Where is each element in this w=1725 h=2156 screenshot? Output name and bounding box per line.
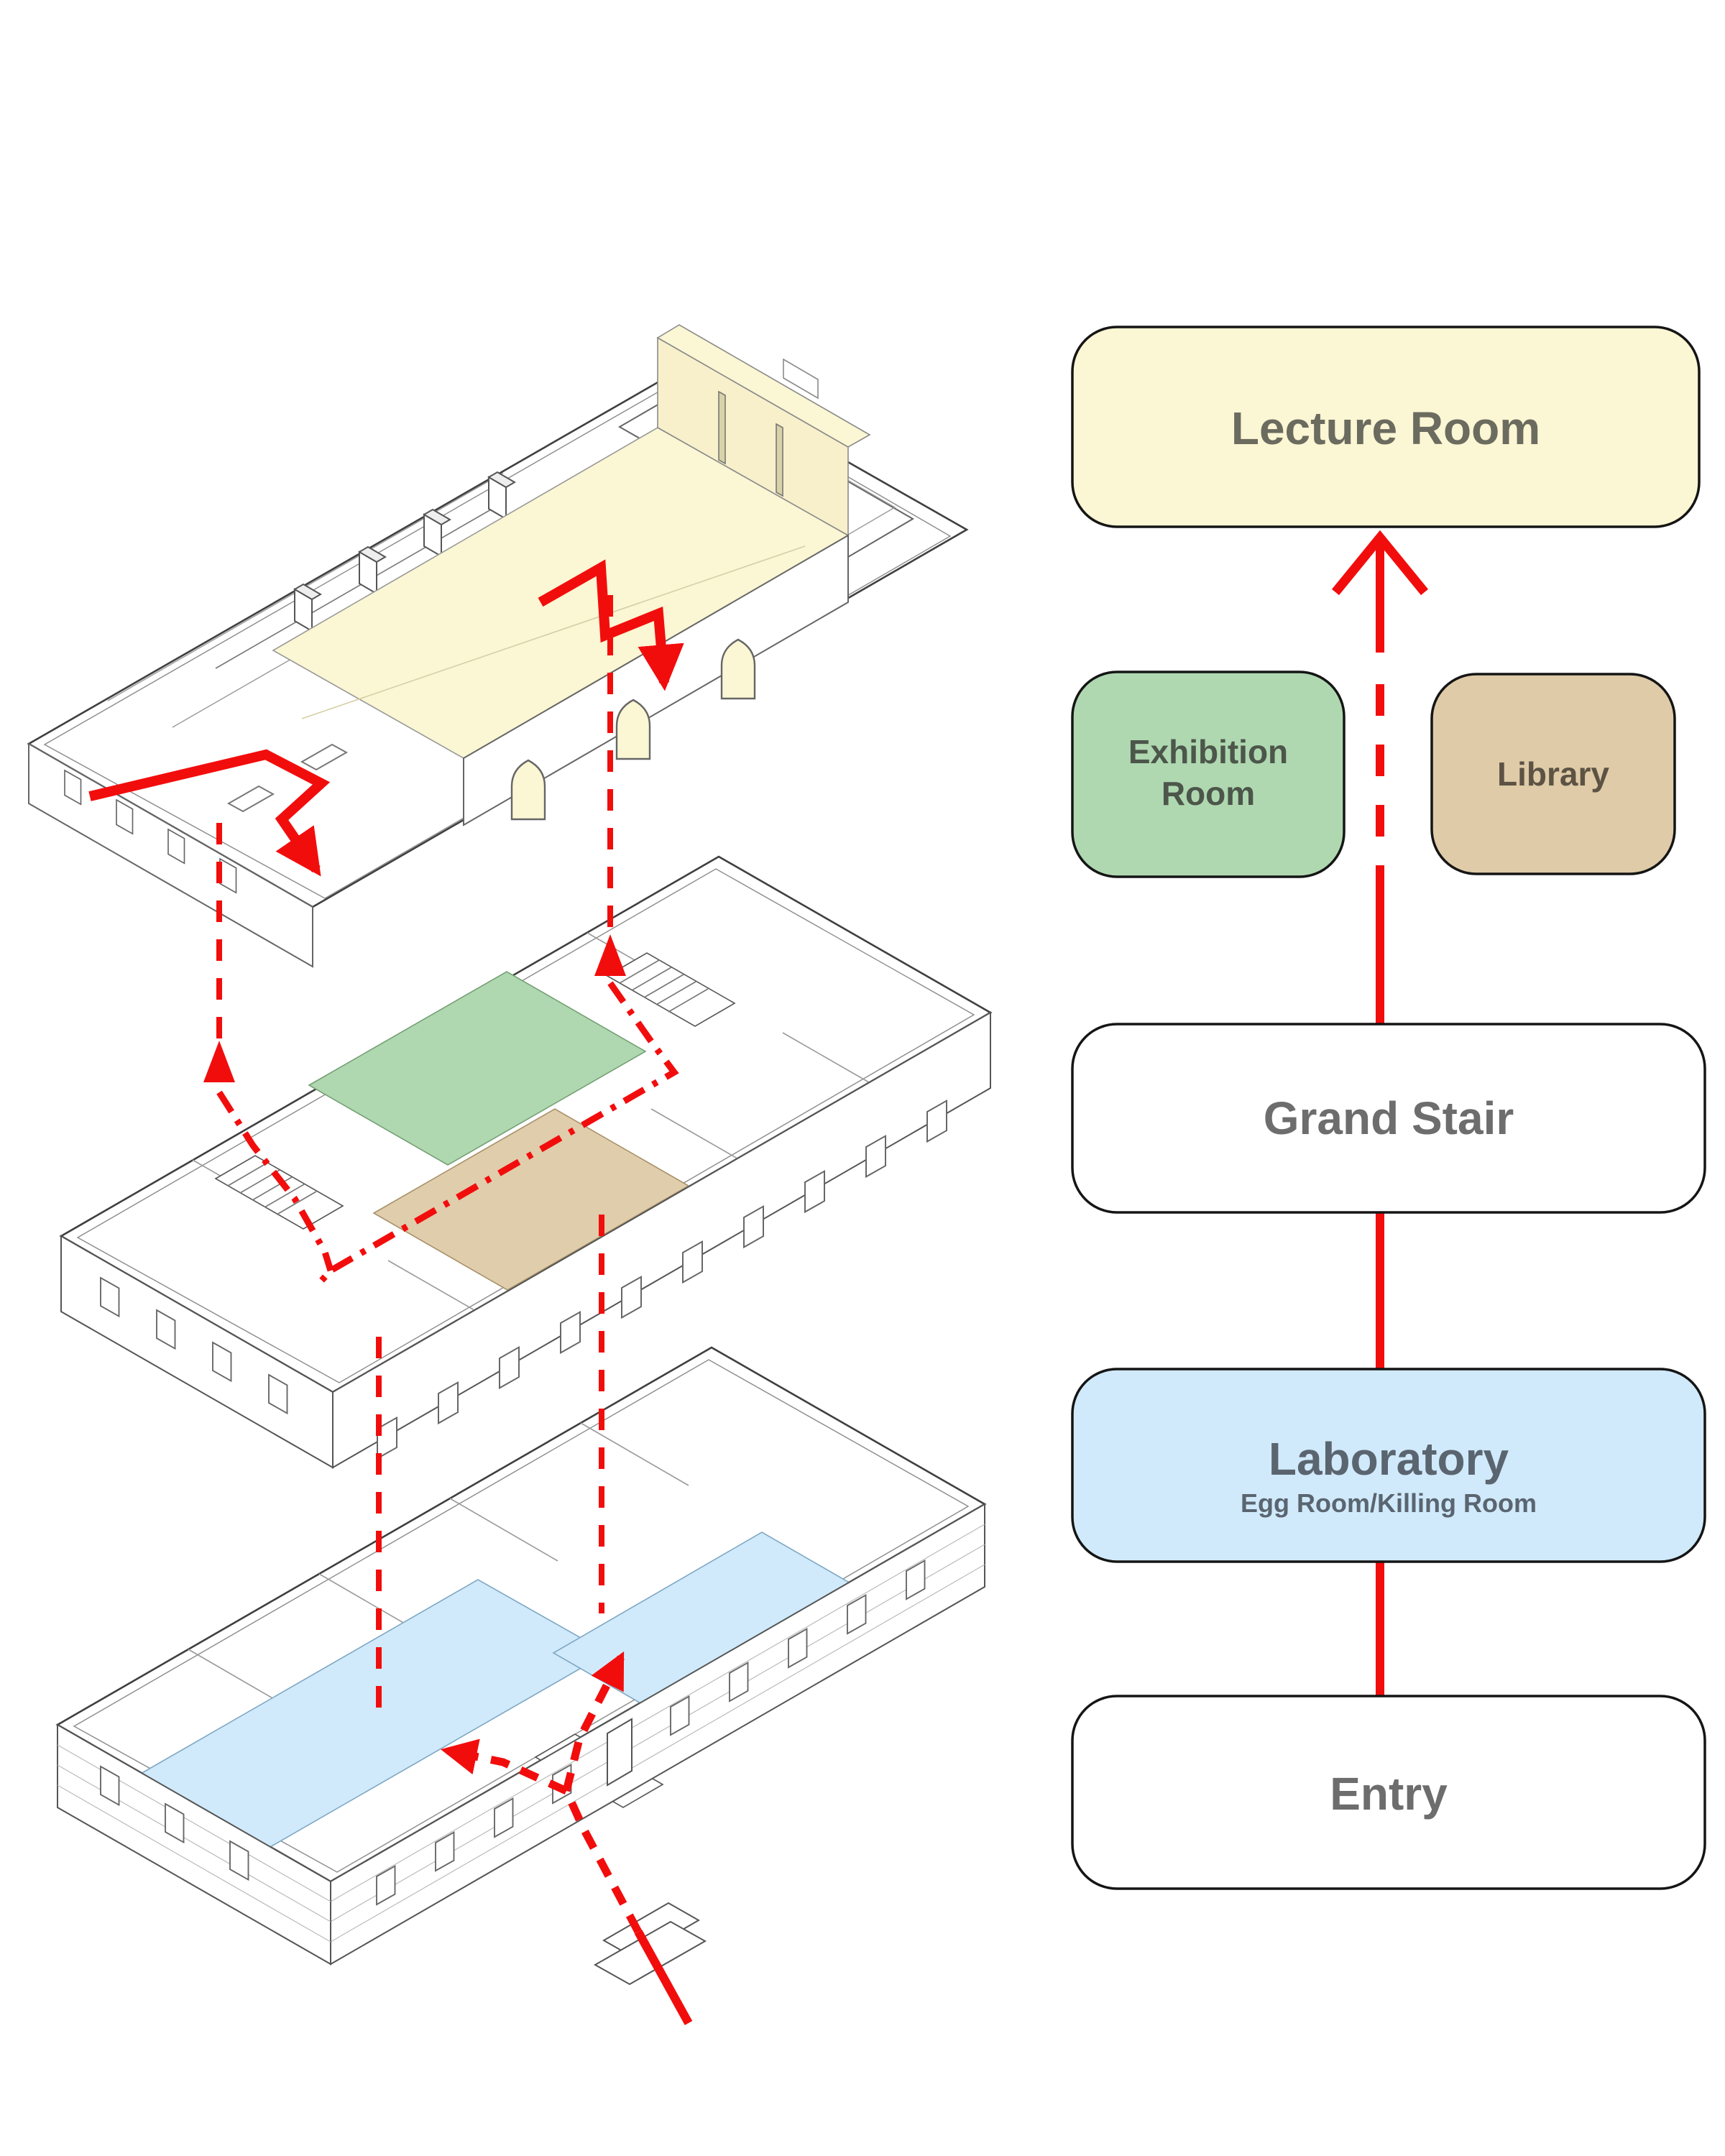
grand-stair-box — [1071, 1023, 1706, 1214]
axon-ground-floor — [55, 1346, 987, 1986]
entry-label: Entry — [1330, 1768, 1448, 1820]
upper-floor-path-arrow-right — [538, 559, 684, 691]
circulation-arrows — [88, 559, 693, 2025]
ground-floor-left-branch-arrow — [441, 1738, 569, 1795]
library-box — [1430, 673, 1676, 875]
up-arrowhead-right — [594, 934, 626, 976]
entry-steps — [593, 1902, 707, 1986]
flow-node-grand-stair: Grand Stair — [1071, 1023, 1706, 1214]
exhibition-room-box — [1071, 671, 1346, 878]
upper-floor-left-skirt — [28, 742, 313, 968]
flow-node-lecture-room: Lecture Room — [1071, 326, 1701, 528]
laboratory-box — [1071, 1368, 1706, 1563]
middle-floor-left-stair-path — [216, 1090, 334, 1272]
flow-node-library: Library — [1430, 673, 1676, 875]
up-arrowhead-left — [203, 1041, 235, 1082]
lecture-room-walls — [656, 324, 871, 537]
upper-floor-path-arrow-left — [88, 749, 331, 877]
middle-floor-left-stair — [214, 1155, 344, 1230]
middle-floor-right-stair — [606, 952, 736, 1027]
grand-stair-label: Grand Stair — [1264, 1092, 1514, 1144]
axon-upper-floor — [27, 324, 969, 968]
flow-arrowhead-chevron — [1331, 530, 1429, 596]
exhibition-room-label-line1: Exhibition — [1128, 733, 1288, 770]
flow-chart: Lecture Room Exhibition Room Library Gra… — [1071, 326, 1706, 1890]
flow-node-laboratory: Laboratory Egg Room/Killing Room — [1071, 1368, 1706, 1563]
middle-floor-corridor-path — [313, 981, 679, 1289]
entry-box — [1071, 1695, 1706, 1890]
entry-vestibule-dashed — [562, 1789, 642, 1934]
laboratory-label: Laboratory — [1269, 1433, 1509, 1485]
flow-connector-line — [1331, 530, 1429, 1696]
entry-approach-solid — [634, 1930, 693, 2025]
laboratory-sublabel: Egg Room/Killing Room — [1241, 1488, 1537, 1518]
exhibition-room-label-line2: Room — [1162, 775, 1255, 812]
lecture-room-box — [1071, 326, 1701, 528]
lecture-room-label: Lecture Room — [1231, 402, 1540, 454]
flow-node-entry: Entry — [1071, 1695, 1706, 1890]
exhibition-room-highlight — [308, 971, 647, 1166]
flow-node-exhibition-room: Exhibition Room — [1071, 671, 1346, 878]
axon-middle-floor — [59, 855, 993, 1469]
library-room-highlight — [372, 1108, 690, 1291]
middle-floor-left-wall — [60, 1235, 334, 1469]
ground-floor-left-wall — [57, 1723, 331, 1966]
ground-floor-stair-branch-arrow — [562, 1651, 625, 1792]
entry-door — [607, 1718, 632, 1787]
library-label: Library — [1497, 755, 1609, 793]
